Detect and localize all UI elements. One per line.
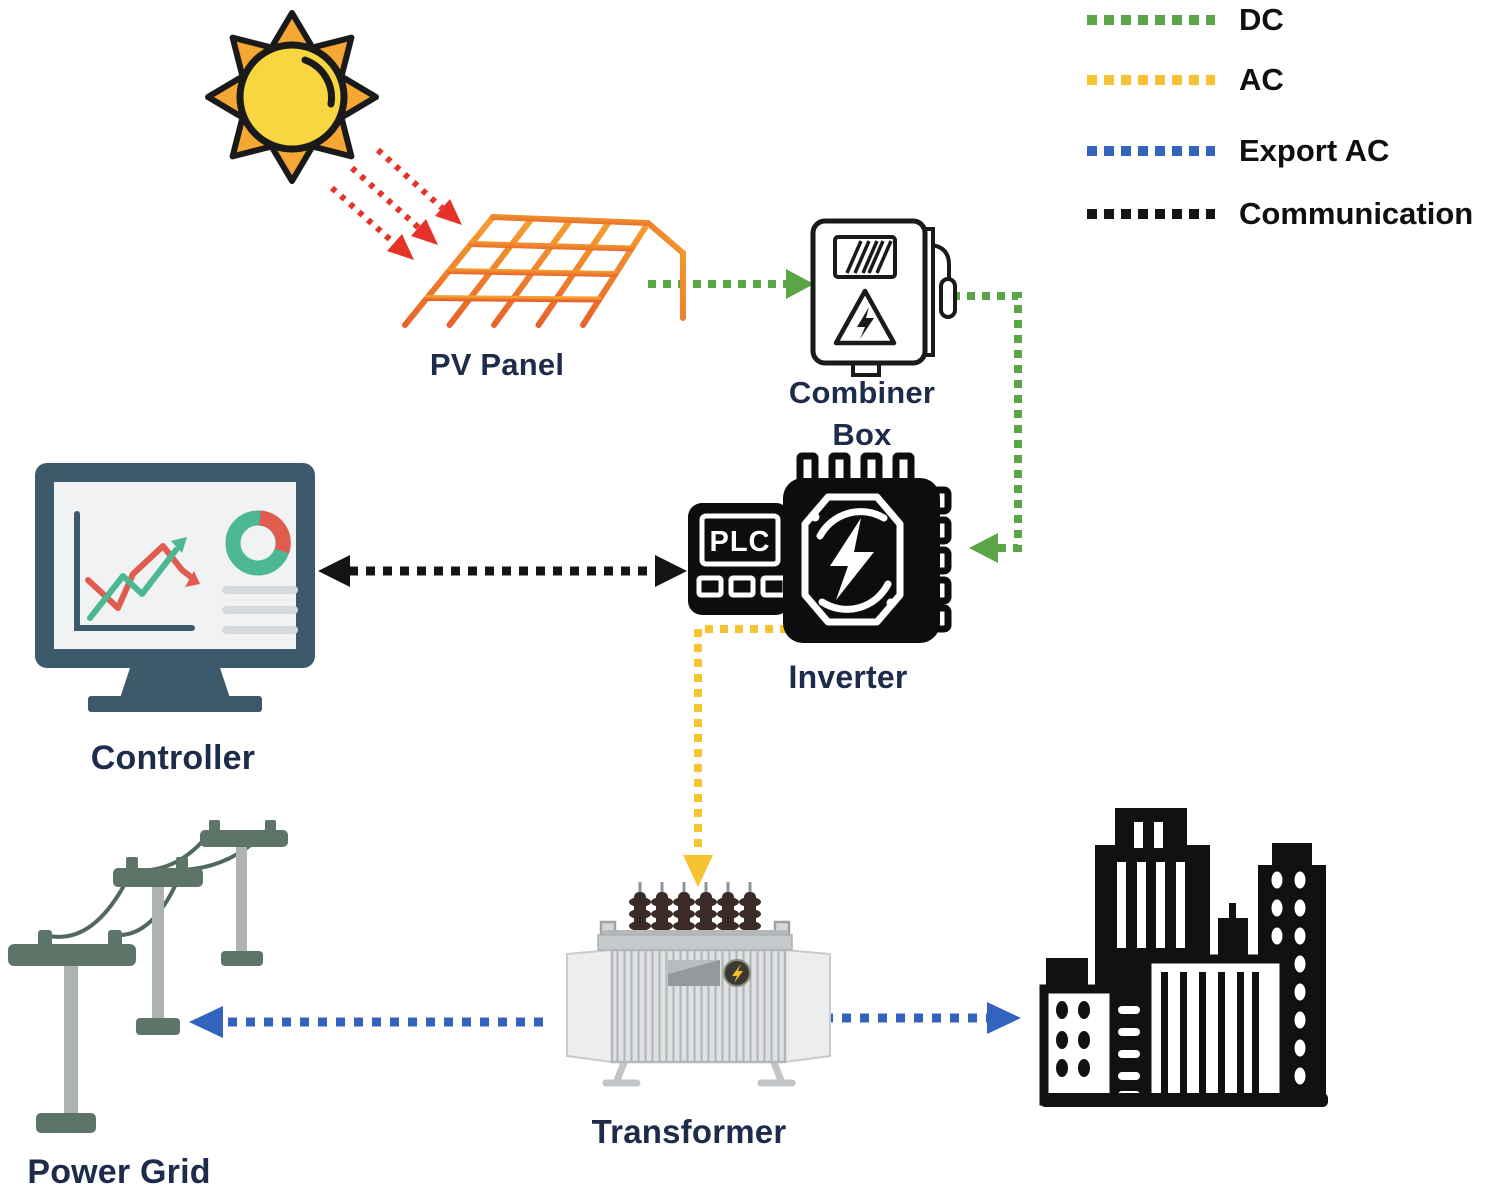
combiner-vent-panel	[833, 235, 897, 279]
inverter-icon: PLC	[688, 452, 952, 643]
building	[1115, 808, 1187, 850]
combiner-box-icon	[810, 218, 957, 377]
inverter-label: Inverter	[788, 659, 908, 695]
transformer-legs	[602, 1056, 796, 1087]
legend-label-communication: Communication	[1239, 196, 1474, 231]
connector-export-transformer-to-grid	[189, 1006, 543, 1038]
ac-line-swatch	[1087, 75, 1215, 85]
legend-item-export-ac: Export AC	[1085, 133, 1389, 169]
legend-item-communication: Communication	[1085, 196, 1473, 232]
screen-line-chart	[85, 537, 200, 621]
controller-icon	[35, 463, 315, 712]
transformer-label: Transformer	[591, 1113, 787, 1150]
connector-export-transformer-to-city	[824, 1002, 1021, 1034]
warning-triangle-icon	[833, 288, 897, 346]
legend-item-dc: DC	[1085, 2, 1284, 38]
connector-ac-inverter-to-transformer	[683, 625, 788, 887]
plc-label: PLC	[710, 526, 771, 558]
power-grid-icon	[8, 820, 288, 1133]
building	[1142, 954, 1289, 1104]
connector-dc-pv-to-combiner	[648, 269, 814, 299]
screen-donut-chart	[225, 510, 291, 576]
export-ac-line-swatch	[1087, 146, 1215, 156]
communication-line-swatch	[1087, 209, 1215, 219]
lightning-bolt-icon	[830, 518, 874, 600]
city-buildings-icon	[1039, 808, 1328, 1107]
legend-label-export-ac: Export AC	[1239, 133, 1390, 168]
plc-buttons	[696, 575, 788, 598]
screen-text-lines	[222, 586, 298, 634]
utility-pole	[8, 930, 136, 1133]
sun-icon	[205, 10, 379, 184]
utility-pole	[113, 857, 203, 1035]
monitor-stand	[88, 696, 262, 712]
sunlight-rays	[330, 147, 462, 260]
pv-panel-icon	[402, 214, 686, 328]
dc-line-swatch	[1087, 15, 1215, 25]
transformer-icon	[566, 882, 831, 1087]
transformer-bushings	[629, 882, 761, 938]
connector-comm-controller-inverter	[318, 555, 687, 587]
inverter-cycle-arcs	[816, 508, 892, 613]
utility-pole	[200, 820, 288, 966]
pv-panel-label: PV Panel	[429, 347, 565, 382]
plc-module: PLC	[688, 503, 790, 615]
legend-item-ac: AC	[1085, 62, 1284, 98]
legend-label-ac: AC	[1239, 62, 1284, 97]
combiner-box-label: Combiner Box	[788, 375, 936, 452]
legend-label-dc: DC	[1239, 2, 1284, 37]
controller-label: Controller	[90, 739, 256, 777]
plc-screen	[699, 513, 781, 567]
power-grid-label: Power Grid	[27, 1153, 211, 1191]
connector-dc-combiner-to-inverter	[952, 292, 1022, 563]
combiner-handle	[939, 277, 957, 319]
